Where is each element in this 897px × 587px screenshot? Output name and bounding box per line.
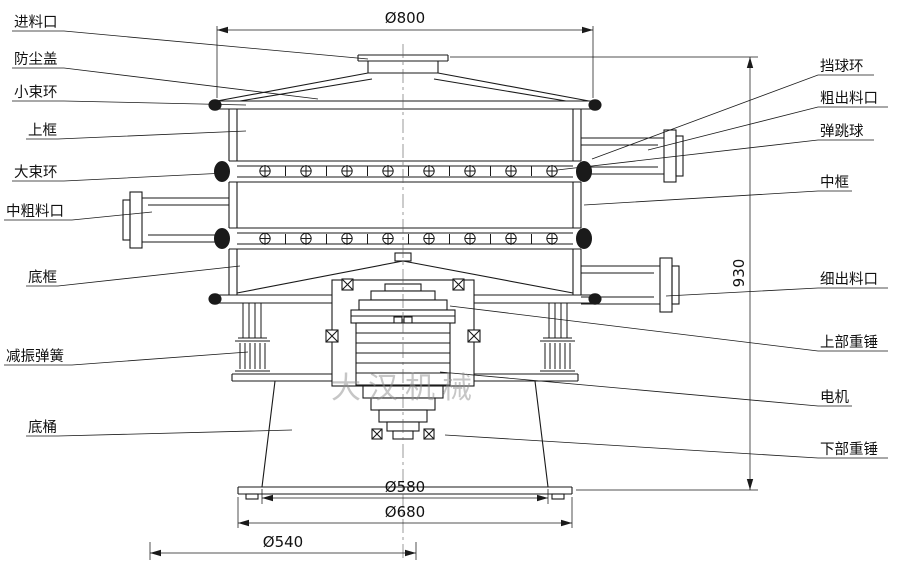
leader-middle-frame	[583, 190, 852, 206]
leader-damping-spring	[4, 351, 249, 366]
label-upper-weight: 上部重锤	[820, 334, 878, 351]
upper-frame	[228, 109, 582, 161]
dim-800	[216, 26, 594, 98]
dim-text-540: Ø540	[263, 533, 303, 551]
lower-screen-deck	[214, 227, 592, 250]
leader-dust-cover	[12, 67, 319, 100]
leader-upper-weight	[449, 305, 888, 352]
leader-lower-weight	[444, 434, 888, 459]
small-clamp-ring	[208, 99, 602, 111]
dim-text-800: Ø800	[385, 9, 425, 27]
label-damping-spring: 减振弹簧	[6, 348, 64, 365]
label-coarse-outlet: 粗出料口	[820, 90, 878, 107]
middle-frame	[228, 182, 582, 228]
fine-outlet-spout	[581, 257, 680, 313]
dim-text-580: Ø580	[385, 478, 425, 496]
leader-motor	[439, 371, 852, 407]
leader-ball-stop-ring	[591, 74, 874, 160]
leader-bottom-barrel	[26, 429, 293, 437]
label-lower-weight: 下部重锤	[820, 441, 878, 458]
bolt-marks-bottom	[371, 428, 435, 440]
dim-930	[450, 56, 758, 491]
leader-mid-coarse-outlet	[4, 211, 153, 221]
label-bottom-barrel: 底桶	[28, 419, 57, 436]
dim-540	[149, 542, 417, 560]
label-small-clamp-ring: 小束环	[14, 84, 58, 101]
support-studs	[238, 303, 572, 339]
leader-lines	[4, 30, 888, 459]
label-fine-outlet: 细出料口	[820, 271, 878, 288]
coarse-outlet-spout	[581, 129, 684, 183]
upper-screen-deck	[214, 160, 592, 183]
label-large-clamp-ring: 大束环	[14, 164, 58, 181]
label-middle-frame: 中框	[820, 174, 849, 191]
leader-fine-outlet	[665, 287, 888, 297]
label-ball-stop-ring: 挡球环	[820, 58, 864, 75]
leader-bouncing-ball	[556, 139, 874, 171]
dim-580	[261, 489, 549, 504]
bolt-marks-top	[341, 278, 465, 291]
label-bottom-frame: 底框	[28, 269, 57, 286]
dim-text-930: 930	[730, 259, 748, 288]
dimension-lines	[149, 26, 758, 560]
text-layer: 进料口 防尘盖 小束环 上框 大束环 中粗料口 底框 减振弹簧 底桶 挡球环 粗…	[6, 9, 878, 551]
bouncing-balls-upper	[259, 165, 558, 177]
leader-upper-frame	[26, 130, 247, 140]
label-mid-coarse-outlet: 中粗料口	[6, 203, 64, 220]
bouncing-balls-lower	[259, 232, 558, 245]
bottom-frame	[228, 249, 582, 295]
large-clamp-left	[214, 161, 230, 182]
label-motor: 电机	[820, 389, 849, 406]
leader-bottom-frame	[26, 265, 241, 287]
damping-springs	[235, 340, 575, 372]
label-dust-cover: 防尘盖	[14, 51, 58, 68]
bolt-marks-side	[325, 329, 481, 343]
mid-coarse-outlet-spout	[122, 191, 229, 249]
ball-stop-ring-right	[576, 161, 592, 182]
watermark-text: 大汉机械	[331, 371, 479, 406]
dim-text-680: Ø680	[385, 503, 425, 521]
leader-feed-inlet	[12, 30, 369, 60]
dim-680	[237, 497, 573, 528]
label-bouncing-ball: 弹跳球	[820, 123, 864, 140]
label-feed-inlet: 进料口	[14, 14, 58, 31]
leader-large-clamp-ring	[12, 172, 227, 182]
leader-small-clamp-ring	[12, 100, 247, 106]
label-upper-frame: 上框	[28, 122, 57, 139]
leader-coarse-outlet	[647, 106, 888, 151]
